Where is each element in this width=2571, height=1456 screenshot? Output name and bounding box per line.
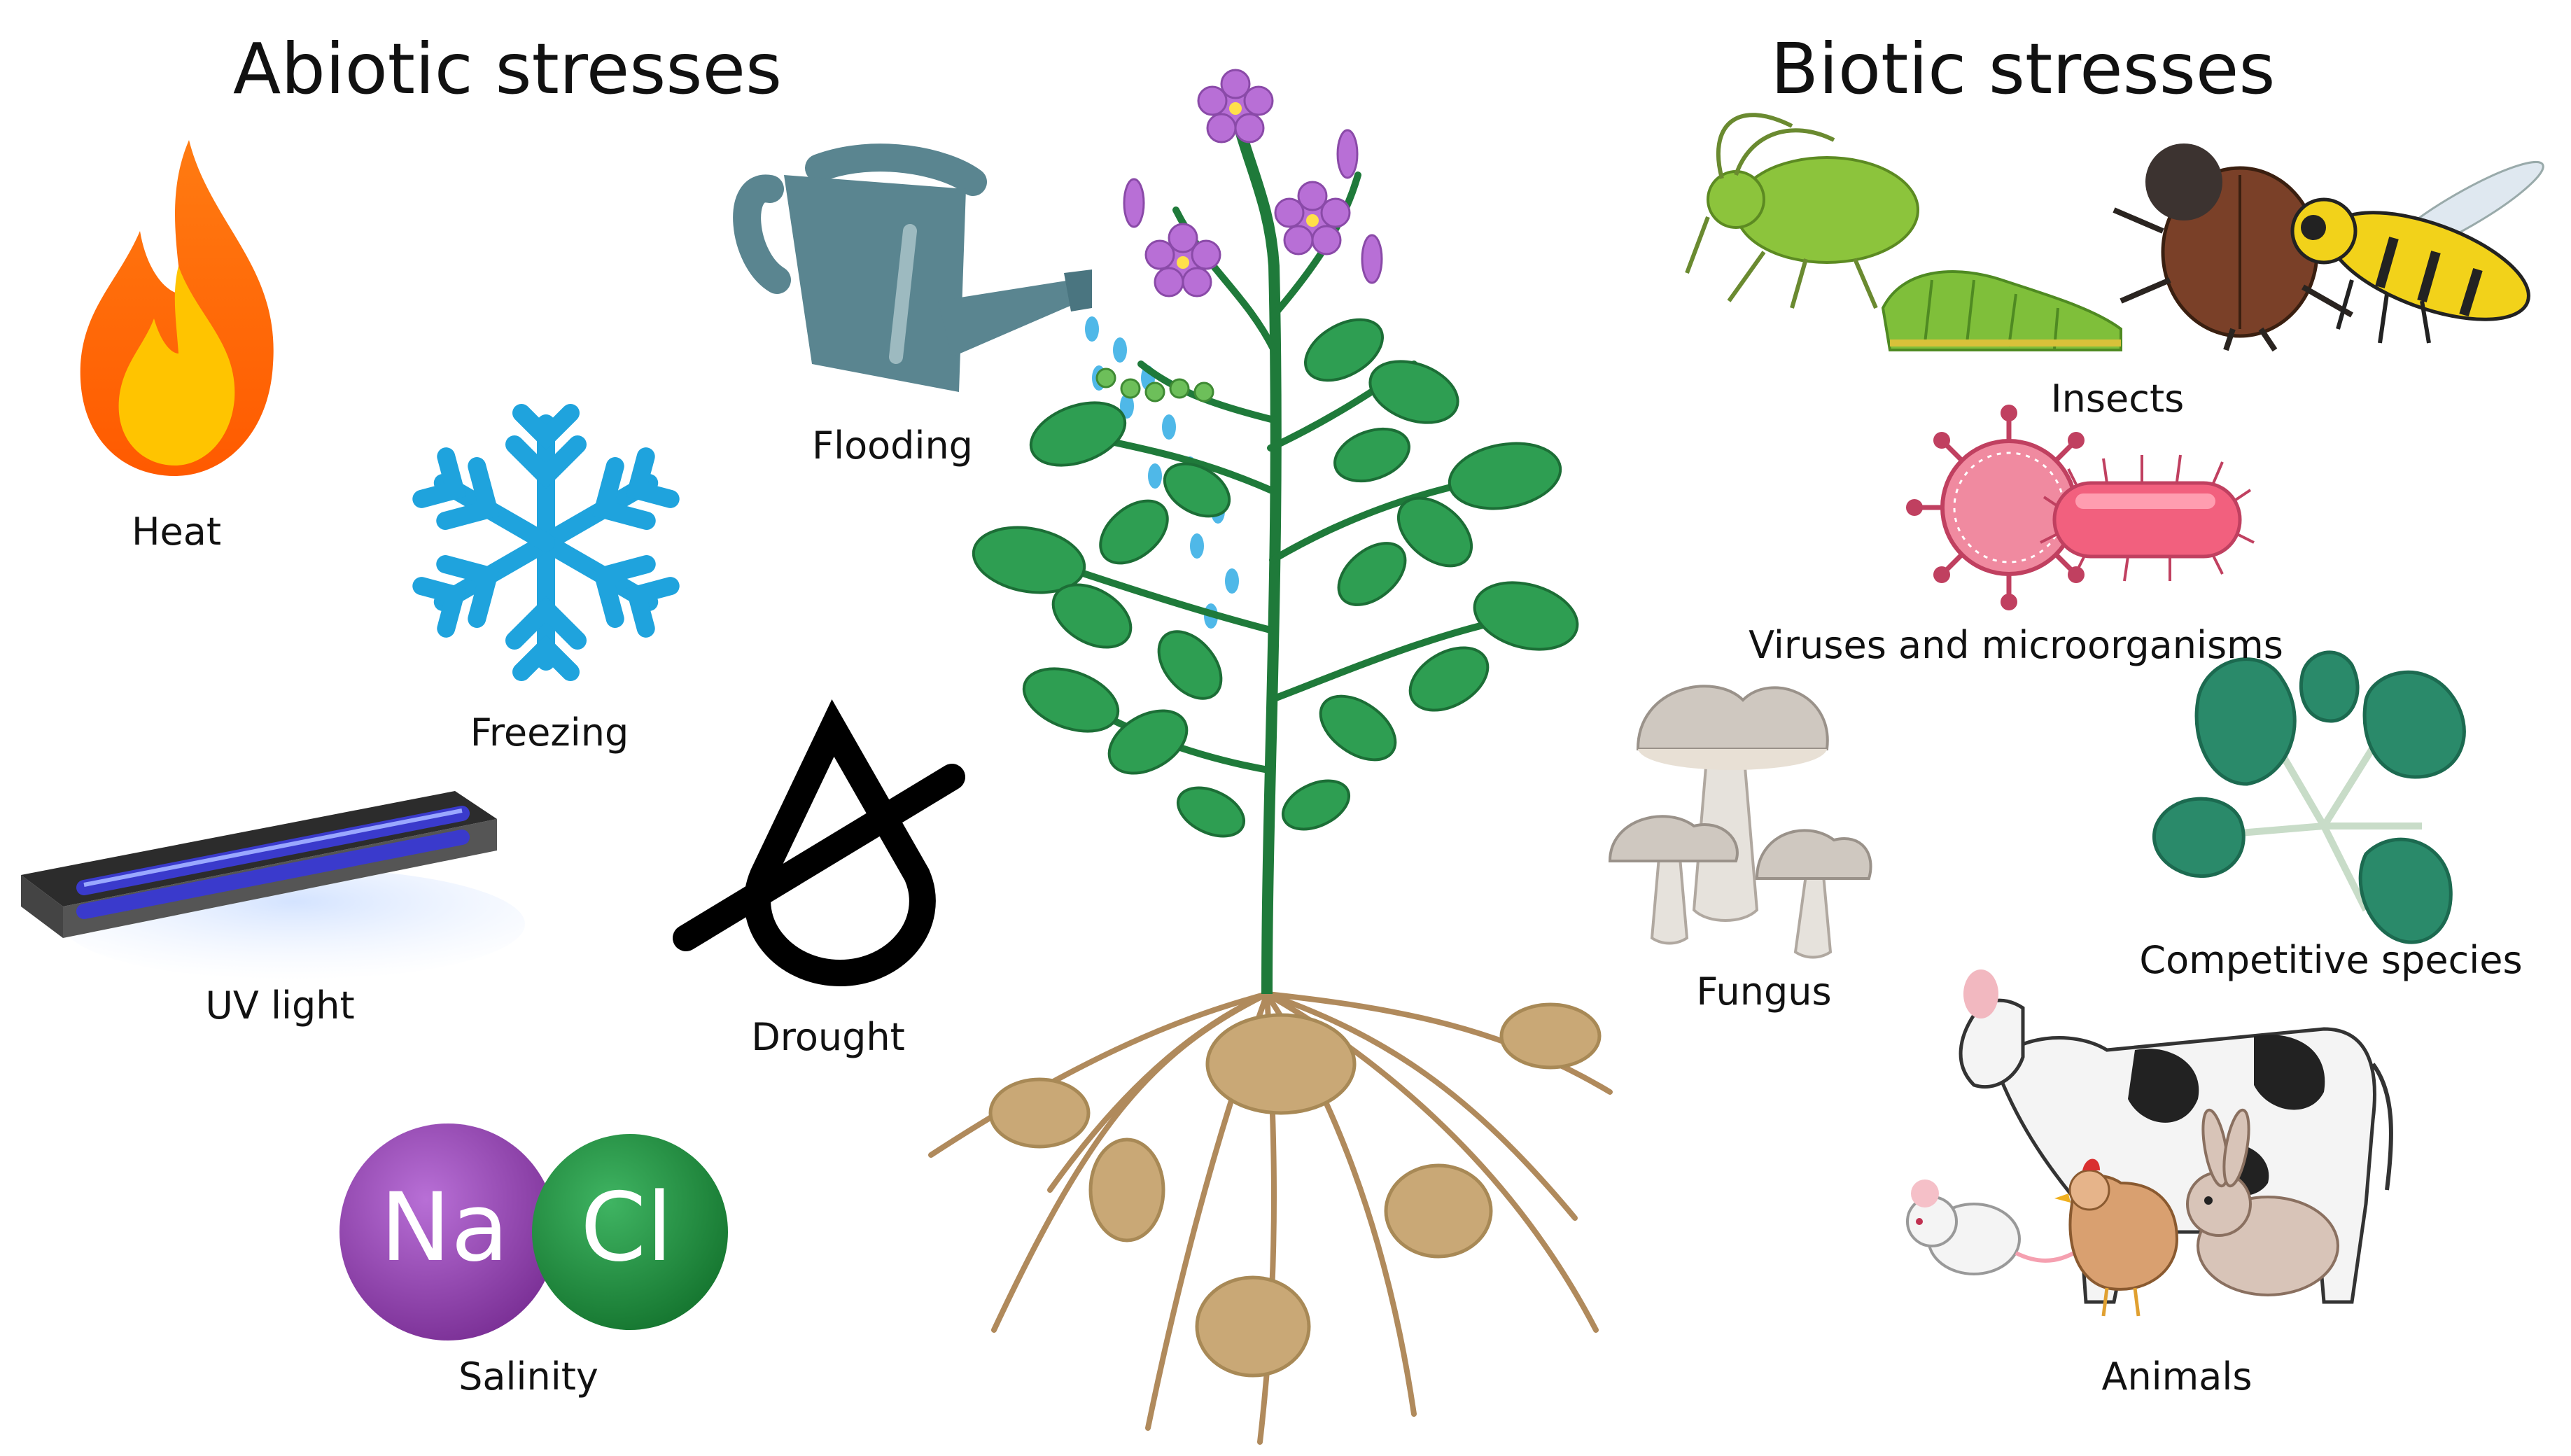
virus-bacteria-icon [1906,405,2255,610]
insects-label: Insects [2050,377,2185,421]
salinity-label: Salinity [458,1354,598,1399]
wasp-icon [2290,160,2544,344]
drought-label: Drought [751,1015,905,1059]
freezing-label: Freezing [470,710,629,755]
watering-can-icon [733,144,1092,392]
heat-label: Heat [131,510,222,554]
uv-lamp-icon [21,791,525,980]
sodium-symbol: Na [380,1172,509,1282]
mouse-icon [1906,1180,2087,1275]
aphid-icon [1685,113,1919,309]
uv-light-label: UV light [205,983,355,1028]
farm-animals-icon [1906,969,2393,1317]
bacteria-icon [2040,454,2255,582]
mushroom-icon [1608,685,1872,959]
weed-plant-icon [2152,650,2466,944]
no-water-drop-icon [673,699,965,987]
fungus-label: Fungus [1696,969,1832,1014]
animals-label: Animals [2101,1354,2253,1399]
abiotic-heading: Abiotic stresses [232,28,783,110]
competitive-species-label: Competitive species [2139,938,2523,982]
nacl-molecule-icon: Na Cl [339,1124,728,1340]
beetle-icon [2113,144,2353,352]
insects-icon [1685,113,2544,352]
viruses-label: Viruses and microorganisms [1749,623,2283,667]
rabbit-icon [2186,1108,2339,1296]
biotic-heading: Biotic stresses [1770,28,2276,110]
chloride-symbol: Cl [580,1172,673,1282]
chicken-icon [2054,1158,2179,1317]
potato-plant-icon [928,69,1613,1445]
flame-icon [80,140,274,476]
snowflake-icon [418,404,673,672]
flooding-label: Flooding [812,424,973,468]
caterpillar-icon [1881,270,2122,351]
